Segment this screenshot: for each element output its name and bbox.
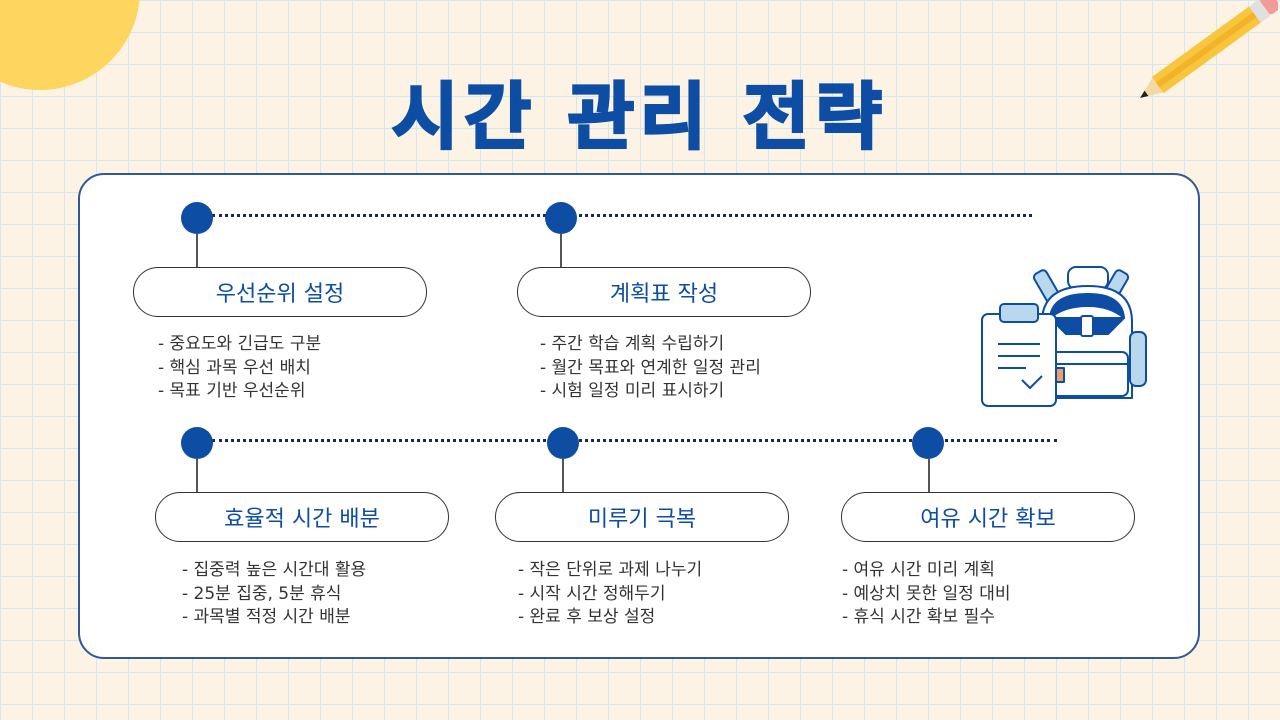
list-item: - 시작 시간 정해두기 [518, 583, 666, 604]
strategy-pill-priority: 우선순위 설정 [133, 267, 427, 317]
list-item: - 주간 학습 계획 수립하기 [540, 334, 725, 354]
strategy-pill-planner: 계획표 작성 [517, 267, 811, 317]
strategy-pill-allocation: 효율적 시간 배분 [155, 492, 449, 542]
node-stem [928, 459, 930, 493]
node-stem [196, 459, 198, 493]
list-item: - 휴식 시간 확보 필수 [842, 607, 995, 627]
list-item: - 핵심 과목 우선 배치 [158, 357, 311, 378]
list-item: - 월간 목표와 연계한 일정 관리 [540, 357, 761, 378]
list-item: - 완료 후 보상 설정 [518, 607, 656, 627]
strategy-list-buffer: - 여유 시간 미리 계획 - 예상치 못한 일정 대비 - 휴식 시간 확보 … [842, 559, 1011, 630]
node-stem [196, 234, 198, 268]
list-item: - 25분 집중, 5분 휴식 [182, 583, 342, 604]
strategy-card [78, 173, 1200, 659]
strategy-pill-buffer: 여유 시간 확보 [841, 492, 1135, 542]
backpack-clipboard-icon [981, 266, 1147, 407]
strategy-list-procrastination: - 작은 단위로 과제 나누기 - 시작 시간 정해두기 - 완료 후 보상 설… [518, 559, 702, 630]
timeline-node [545, 202, 577, 234]
timeline-node [181, 202, 213, 234]
timeline-node [181, 427, 213, 459]
timeline-node [912, 427, 944, 459]
list-item: - 여유 시간 미리 계획 [842, 560, 995, 580]
node-stem [560, 234, 562, 268]
strategy-list-priority: - 중요도와 긴급도 구분 - 핵심 과목 우선 배치 - 목표 기반 우선순위 [158, 333, 321, 404]
pencil-icon [1140, 0, 1278, 98]
page-title: 시간 관리 전략 [391, 74, 888, 161]
strategy-list-planner: - 주간 학습 계획 수립하기 - 월간 목표와 연계한 일정 관리 - 시험 … [540, 333, 761, 404]
list-item: - 과목별 적정 시간 배분 [182, 607, 351, 627]
list-item: - 집중력 높은 시간대 활용 [182, 560, 367, 580]
timeline-line-top [212, 214, 1032, 217]
list-item: - 작은 단위로 과제 나누기 [518, 560, 703, 580]
list-item: - 예상치 못한 일정 대비 [842, 583, 1011, 604]
timeline-node [547, 427, 579, 459]
list-item: - 목표 기반 우선순위 [158, 381, 306, 401]
list-item: - 중요도와 긴급도 구분 [158, 334, 322, 354]
timeline-line-bottom [212, 439, 1057, 442]
list-item: - 시험 일정 미리 표시하기 [540, 381, 725, 401]
strategy-pill-procrastination: 미루기 극복 [495, 492, 789, 542]
node-stem [562, 459, 564, 493]
strategy-list-allocation: - 집중력 높은 시간대 활용 - 25분 집중, 5분 휴식 - 과목별 적정… [182, 559, 366, 630]
